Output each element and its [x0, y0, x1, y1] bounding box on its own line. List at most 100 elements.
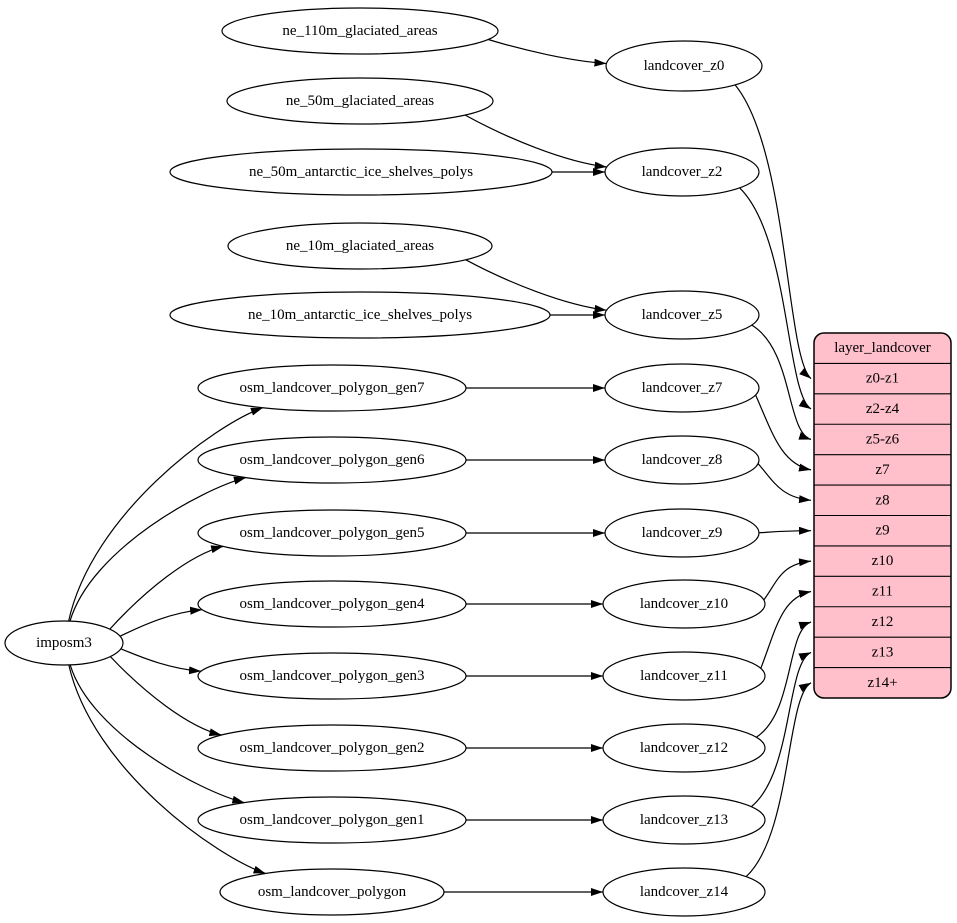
edge-landcover_z14-to-row-z14+: [745, 682, 812, 878]
node-shape-osm_landcover_polygon_gen2: [197, 724, 467, 772]
edge-imposm3-to-osm_landcover_polygon_gen2: [109, 656, 222, 737]
node-shape-landcover_z2: [604, 147, 760, 197]
record-row-z13: z13: [872, 644, 894, 660]
node-label-landcover_z8: landcover_z8: [642, 452, 723, 468]
edge-landcover_z7-to-row-z7: [755, 394, 812, 472]
edge-imposm3-to-osm_landcover_polygon: [68, 664, 266, 875]
node-label-osm_landcover_polygon_gen6: osm_landcover_polygon_gen6: [240, 452, 425, 468]
node-shape-osm_landcover_polygon_gen7: [197, 364, 467, 412]
record-row-z2-z4: z2-z4: [866, 401, 900, 417]
node-ne_110m_glaciated_areas: ne_110m_glaciated_areas: [221, 7, 499, 55]
node-osm_landcover_polygon_gen4: osm_landcover_polygon_gen4: [197, 580, 467, 628]
node-shape-osm_landcover_polygon: [219, 868, 445, 916]
edge-imposm3-to-osm_landcover_polygon_gen7: [68, 407, 264, 622]
edge-ne_110m_glaciated_areas-to-landcover_z0: [488, 38, 607, 67]
node-label-ne_10m_glaciated_areas: ne_10m_glaciated_areas: [286, 238, 434, 254]
record-header-label: layer_landcover: [834, 340, 931, 356]
node-shape-osm_landcover_polygon_gen4: [197, 580, 467, 628]
node-landcover_z8: landcover_z8: [604, 435, 760, 485]
node-shape-ne_50m_antarctic_ice_shelves_polys: [169, 148, 553, 196]
node-landcover_z7: landcover_z7: [604, 363, 760, 413]
node-osm_landcover_polygon: osm_landcover_polygon: [219, 868, 445, 916]
edge-imposm3-to-osm_landcover_polygon_gen4: [119, 606, 203, 637]
node-label-osm_landcover_polygon_gen2: osm_landcover_polygon_gen2: [240, 740, 425, 756]
node-shape-landcover_z8: [604, 435, 760, 485]
record-row-z7: z7: [875, 462, 890, 478]
node-shape-landcover_z10: [602, 579, 766, 629]
node-label-landcover_z2: landcover_z2: [642, 164, 723, 180]
edge-landcover_z2-to-row-z2-z4: [739, 187, 812, 410]
node-label-landcover_z11: landcover_z11: [640, 668, 728, 684]
nodes-layer: imposm3 ne_110m_glaciated_areas ne_50m_gla…: [4, 7, 766, 917]
node-imposm3: imposm3: [4, 620, 124, 666]
node-label-osm_landcover_polygon_gen3: osm_landcover_polygon_gen3: [240, 668, 425, 684]
node-label-landcover_z14: landcover_z14: [640, 884, 729, 900]
node-label-ne_50m_antarctic_ice_shelves_polys: ne_50m_antarctic_ice_shelves_polys: [249, 164, 473, 180]
node-landcover_z14: landcover_z14: [602, 867, 766, 917]
node-label-landcover_z10: landcover_z10: [640, 596, 728, 612]
node-landcover_z2: landcover_z2: [604, 147, 760, 197]
edge-imposm3-to-osm_landcover_polygon_gen3: [120, 648, 202, 675]
node-shape-landcover_z0: [605, 40, 763, 92]
record-row-z11: z11: [872, 584, 893, 600]
node-ne_10m_glaciated_areas: ne_10m_glaciated_areas: [227, 222, 493, 270]
node-osm_landcover_polygon_gen6: osm_landcover_polygon_gen6: [197, 436, 467, 484]
node-label-osm_landcover_polygon_gen1: osm_landcover_polygon_gen1: [240, 812, 425, 828]
edge-landcover_z8-to-row-z8: [757, 463, 812, 504]
edge-imposm3-to-osm_landcover_polygon_gen5: [109, 545, 224, 630]
node-label-landcover_z13: landcover_z13: [640, 812, 728, 828]
node-landcover_z11: landcover_z11: [602, 651, 766, 701]
node-label-landcover_z5: landcover_z5: [642, 307, 723, 323]
edge-imposm3-to-osm_landcover_polygon_gen1: [69, 664, 245, 804]
node-shape-ne_10m_glaciated_areas: [227, 222, 493, 270]
edges-layer: [68, 38, 812, 896]
node-shape-landcover_z14: [602, 867, 766, 917]
edge-landcover_z10-to-row-z10: [763, 558, 812, 601]
record-row-z5-z6: z5-z6: [866, 431, 900, 447]
edge-landcover_z11-to-row-z11: [760, 590, 812, 669]
edge-ne_50m_glaciated_areas-to-landcover_z2: [464, 114, 607, 170]
node-shape-ne_50m_glaciated_areas: [226, 77, 494, 125]
node-shape-landcover_z9: [604, 508, 760, 558]
node-shape-landcover_z12: [602, 723, 766, 773]
node-label-landcover_z7: landcover_z7: [642, 380, 723, 396]
node-shape-osm_landcover_polygon_gen5: [197, 509, 467, 557]
node-label-landcover_z0: landcover_z0: [644, 58, 725, 74]
node-shape-landcover_z11: [602, 651, 766, 701]
node-label-imposm3: imposm3: [36, 635, 92, 651]
node-label-ne_50m_glaciated_areas: ne_50m_glaciated_areas: [286, 93, 434, 109]
record-row-z14+: z14+: [867, 675, 897, 691]
record-row-z9: z9: [875, 523, 889, 539]
node-label-landcover_z12: landcover_z12: [640, 740, 728, 756]
node-ne_10m_antarctic_ice_shelves_polys: ne_10m_antarctic_ice_shelves_polys: [169, 291, 551, 339]
node-landcover_z12: landcover_z12: [602, 723, 766, 773]
node-shape-osm_landcover_polygon_gen6: [197, 436, 467, 484]
edge-landcover_z12-to-row-z12: [756, 621, 812, 738]
edge-landcover_z13-to-row-z13: [750, 651, 812, 808]
node-label-osm_landcover_polygon_gen4: osm_landcover_polygon_gen4: [240, 596, 425, 612]
node-osm_landcover_polygon_gen5: osm_landcover_polygon_gen5: [197, 509, 467, 557]
edge-landcover_z0-to-row-z0-z1: [734, 84, 812, 380]
node-landcover_z13: landcover_z13: [602, 795, 766, 845]
record-row-z12: z12: [872, 614, 894, 630]
node-ne_50m_antarctic_ice_shelves_polys: ne_50m_antarctic_ice_shelves_polys: [169, 148, 553, 196]
node-label-landcover_z9: landcover_z9: [642, 525, 723, 541]
node-landcover_z10: landcover_z10: [602, 579, 766, 629]
node-landcover_z5: landcover_z5: [604, 290, 760, 340]
node-landcover_z9: landcover_z9: [604, 508, 760, 558]
node-osm_landcover_polygon_gen1: osm_landcover_polygon_gen1: [197, 796, 467, 844]
node-osm_landcover_polygon_gen7: osm_landcover_polygon_gen7: [197, 364, 467, 412]
node-shape-landcover_z13: [602, 795, 766, 845]
node-label-ne_110m_glaciated_areas: ne_110m_glaciated_areas: [282, 23, 437, 39]
record-row-z8: z8: [875, 492, 889, 508]
node-shape-ne_10m_antarctic_ice_shelves_polys: [169, 291, 551, 339]
node-shape-osm_landcover_polygon_gen3: [197, 652, 467, 700]
node-label-osm_landcover_polygon: osm_landcover_polygon: [258, 884, 407, 900]
node-landcover_z0: landcover_z0: [605, 40, 763, 92]
node-shape-landcover_z7: [604, 363, 760, 413]
node-ne_50m_glaciated_areas: ne_50m_glaciated_areas: [226, 77, 494, 125]
edge-imposm3-to-osm_landcover_polygon_gen6: [69, 476, 247, 622]
node-label-osm_landcover_polygon_gen7: osm_landcover_polygon_gen7: [240, 380, 425, 396]
